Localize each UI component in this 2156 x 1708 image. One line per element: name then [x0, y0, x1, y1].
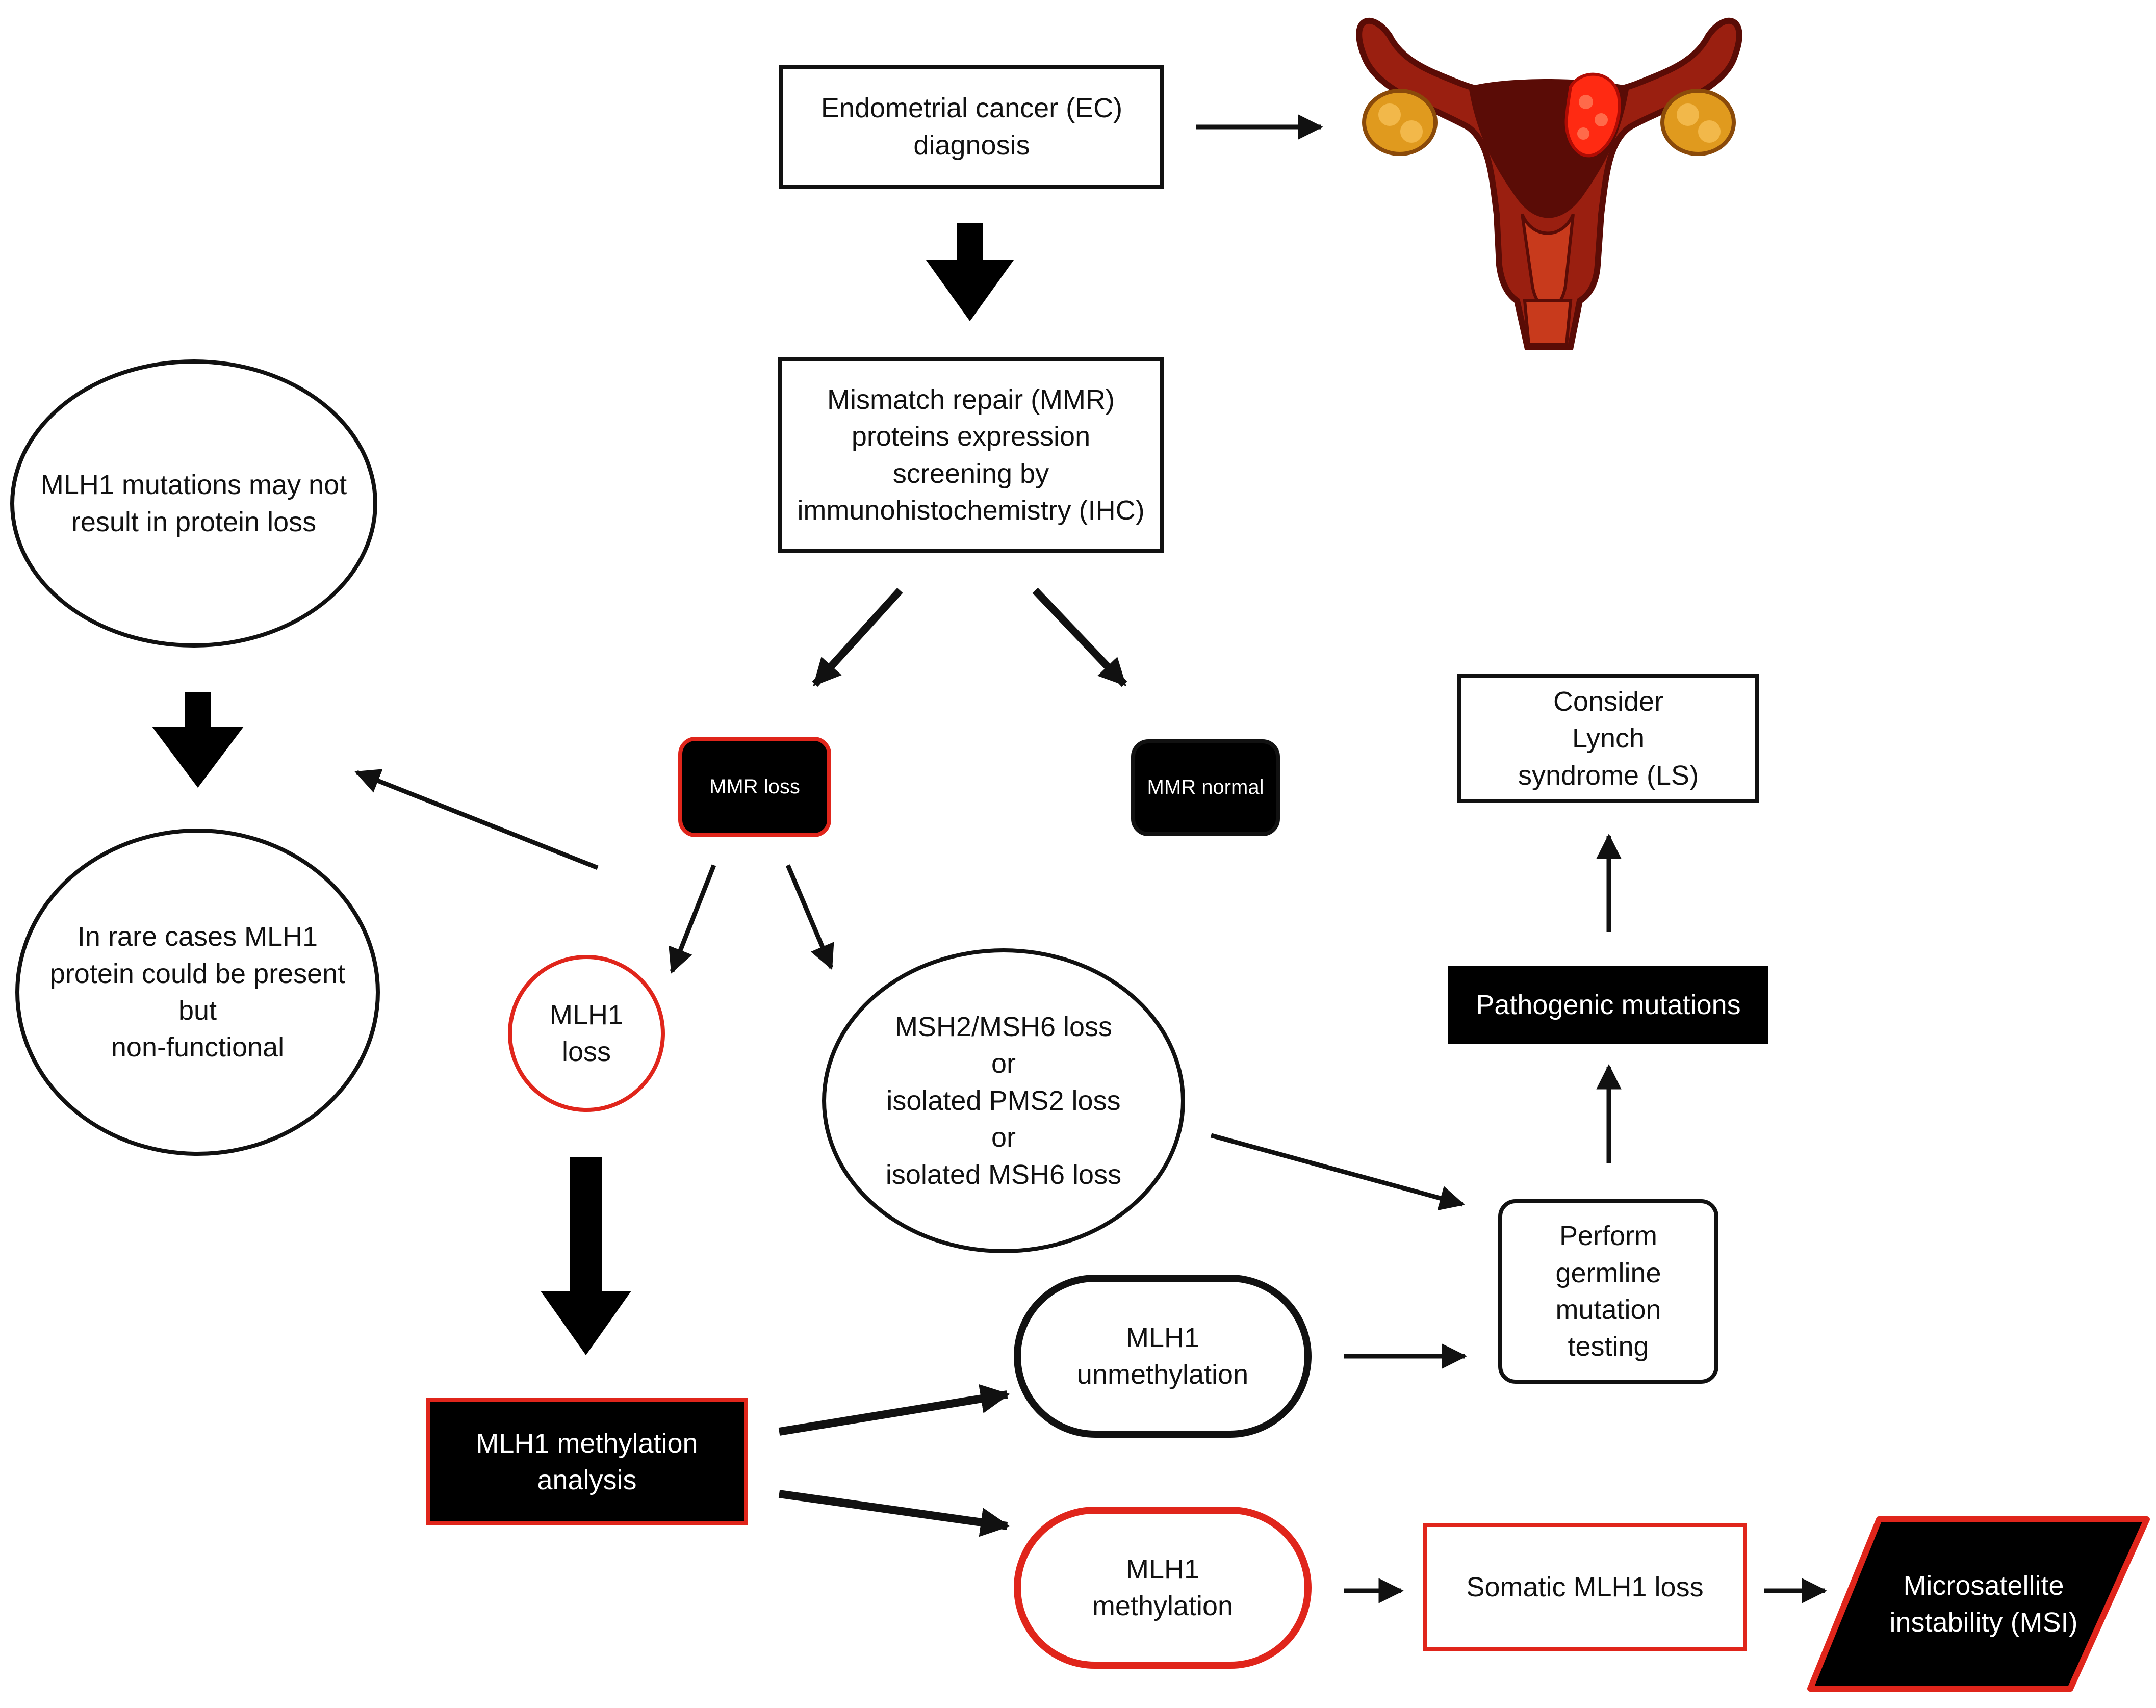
block-arrow-mutations-to-rare [152, 692, 244, 788]
arrow-analysis-to-methylation [778, 1490, 1010, 1537]
arrow-mmr-loss-to-mlh1-loss [669, 864, 716, 974]
block-arrow-mlh1-loss-to-analysis [541, 1157, 631, 1355]
uterus-icon [1356, 18, 1742, 350]
consider-lynch-box: Consider Lynch syndrome (LS) [1457, 674, 1759, 803]
arrow-msh-to-germline [1210, 1133, 1465, 1211]
msi-shape [1807, 1516, 2150, 1692]
arrow-mmr-loss-to-msh-loss [785, 864, 834, 970]
arrow-screening-to-mmr-normal [1032, 587, 1127, 687]
block-arrow-ec-to-screening [926, 223, 1014, 321]
mlh1-mutations-note-ellipse: MLH1 mutations may not result in protein… [10, 359, 377, 648]
mmr-screening-box: Mismatch repair (MMR) proteins expressio… [778, 357, 1164, 553]
mmr-loss-box: MMR loss [678, 737, 831, 837]
mmr-normal-box: MMR normal [1131, 739, 1280, 836]
methylation-analysis-box: MLH1 methylation analysis [426, 1398, 748, 1525]
germline-testing-box: Perform germline mutation testing [1498, 1199, 1718, 1384]
pathogenic-mutations-box: Pathogenic mutations [1448, 966, 1768, 1044]
mlh1-methylation-pill: MLH1 methylation [1014, 1507, 1312, 1669]
msh-loss-ellipse: MSH2/MSH6 loss or isolated PMS2 loss or … [822, 948, 1185, 1253]
rare-cases-note-ellipse: In rare cases MLH1 protein could be pres… [15, 829, 380, 1156]
ec-diagnosis-box: Endometrial cancer (EC) diagnosis [779, 65, 1164, 189]
arrow-screening-to-mmr-loss [812, 587, 903, 687]
arrow-to-rare-cases [354, 769, 599, 870]
mlh1-unmethylation-pill: MLH1 unmethylation [1014, 1275, 1312, 1438]
arrow-analysis-to-unmethylation [778, 1384, 1010, 1436]
msi-label: Microsatellite instability (MSI) [1889, 1570, 2078, 1638]
somatic-mlh1-loss-box: Somatic MLH1 loss [1423, 1523, 1747, 1651]
mlh1-loss-circle: MLH1 loss [508, 955, 665, 1112]
